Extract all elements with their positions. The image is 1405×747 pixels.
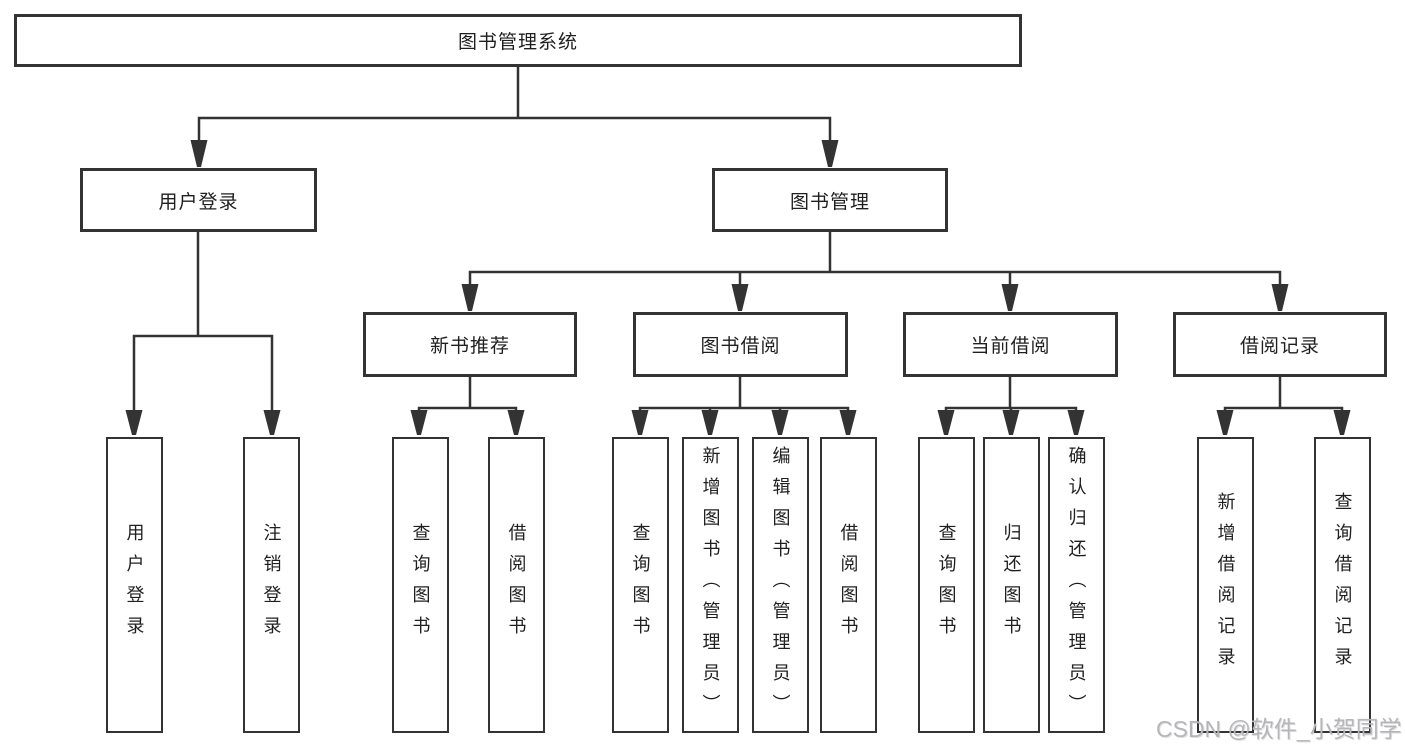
leaf-query-borrow-record: 查询借阅记录 — [1314, 437, 1371, 733]
arrowhead-icon — [125, 410, 143, 435]
leaf-label: 归还图书 — [1001, 523, 1022, 647]
leaf-label: 确认归还（管理员） — [1066, 445, 1087, 725]
node-user-login: 用户登录 — [80, 168, 317, 232]
node-label: 图书管理系统 — [457, 32, 578, 53]
connector-line — [468, 232, 1282, 286]
arrowhead-icon — [1001, 284, 1019, 311]
connector-line — [417, 377, 518, 412]
leaf-return-book: 归还图书 — [983, 437, 1040, 733]
leaf-user-login: 用户登录 — [106, 437, 163, 733]
arrowhead-icon — [461, 284, 479, 311]
leaf-label: 借阅图书 — [506, 523, 527, 647]
leaf-label: 新增图书（管理员） — [700, 445, 721, 725]
arrowhead-icon — [507, 410, 525, 435]
leaf-label: 查询图书 — [410, 523, 431, 647]
leaf-label: 注销登录 — [261, 523, 282, 647]
node-book-borrow: 图书借阅 — [633, 312, 848, 377]
leaf-label: 用户登录 — [124, 523, 145, 647]
leaf-borrow-books-recommend: 借阅图书 — [488, 437, 545, 733]
node-label: 图书借阅 — [700, 336, 781, 357]
leaf-label: 查询图书 — [630, 523, 651, 647]
node-label: 借阅记录 — [1239, 336, 1320, 357]
arrowhead-icon — [190, 140, 208, 167]
node-library-system: 图书管理系统 — [14, 14, 1022, 67]
arrowhead-icon — [1216, 410, 1234, 435]
leaf-confirm-return-admin: 确认归还（管理员） — [1048, 437, 1105, 733]
arrowhead-icon — [731, 284, 749, 311]
node-label: 图书管理 — [789, 191, 870, 213]
connector-line — [1223, 377, 1344, 412]
leaf-add-borrow-record: 新增借阅记录 — [1197, 437, 1254, 733]
leaf-label: 新增借阅记录 — [1215, 492, 1236, 678]
leaf-label: 查询图书 — [936, 523, 957, 647]
leaf-query-books-recommend: 查询图书 — [392, 437, 449, 733]
leaf-query-books-current: 查询图书 — [918, 437, 975, 733]
arrowhead-icon — [263, 410, 281, 435]
connector-line — [132, 232, 274, 412]
node-current-borrow: 当前借阅 — [903, 312, 1118, 377]
leaf-label: 借阅图书 — [838, 523, 859, 647]
arrowhead-icon — [937, 410, 955, 435]
node-label: 用户登录 — [158, 191, 239, 213]
connector-line — [944, 377, 1078, 412]
arrowhead-icon — [1333, 410, 1351, 435]
connector-line — [197, 67, 832, 143]
leaf-logout: 注销登录 — [243, 437, 300, 733]
leaf-edit-book-admin: 编辑图书（管理员） — [752, 437, 809, 733]
arrowhead-icon — [1002, 410, 1020, 435]
arrowhead-icon — [1271, 284, 1289, 311]
node-borrow-records: 借阅记录 — [1173, 312, 1387, 377]
arrowhead-icon — [839, 410, 857, 435]
connector-line — [638, 377, 850, 412]
arrowhead-icon — [701, 410, 719, 435]
arrowhead-icon — [1067, 410, 1085, 435]
arrowhead-icon — [821, 140, 839, 167]
leaf-label: 编辑图书（管理员） — [770, 445, 791, 725]
node-new-book-recommend: 新书推荐 — [363, 312, 577, 377]
arrowhead-icon — [771, 410, 789, 435]
arrowhead-icon — [631, 410, 649, 435]
leaf-borrow-books-2: 借阅图书 — [820, 437, 877, 733]
arrowhead-icon — [410, 410, 428, 435]
leaf-label: 查询借阅记录 — [1332, 492, 1353, 678]
node-book-management: 图书管理 — [712, 168, 948, 232]
node-label: 新书推荐 — [429, 336, 510, 357]
node-label: 当前借阅 — [970, 336, 1051, 357]
leaf-query-books-borrow: 查询图书 — [612, 437, 669, 733]
csdn-watermark: CSDN @软件_小贺同学 — [1156, 716, 1402, 742]
leaf-add-book-admin: 新增图书（管理员） — [682, 437, 739, 733]
